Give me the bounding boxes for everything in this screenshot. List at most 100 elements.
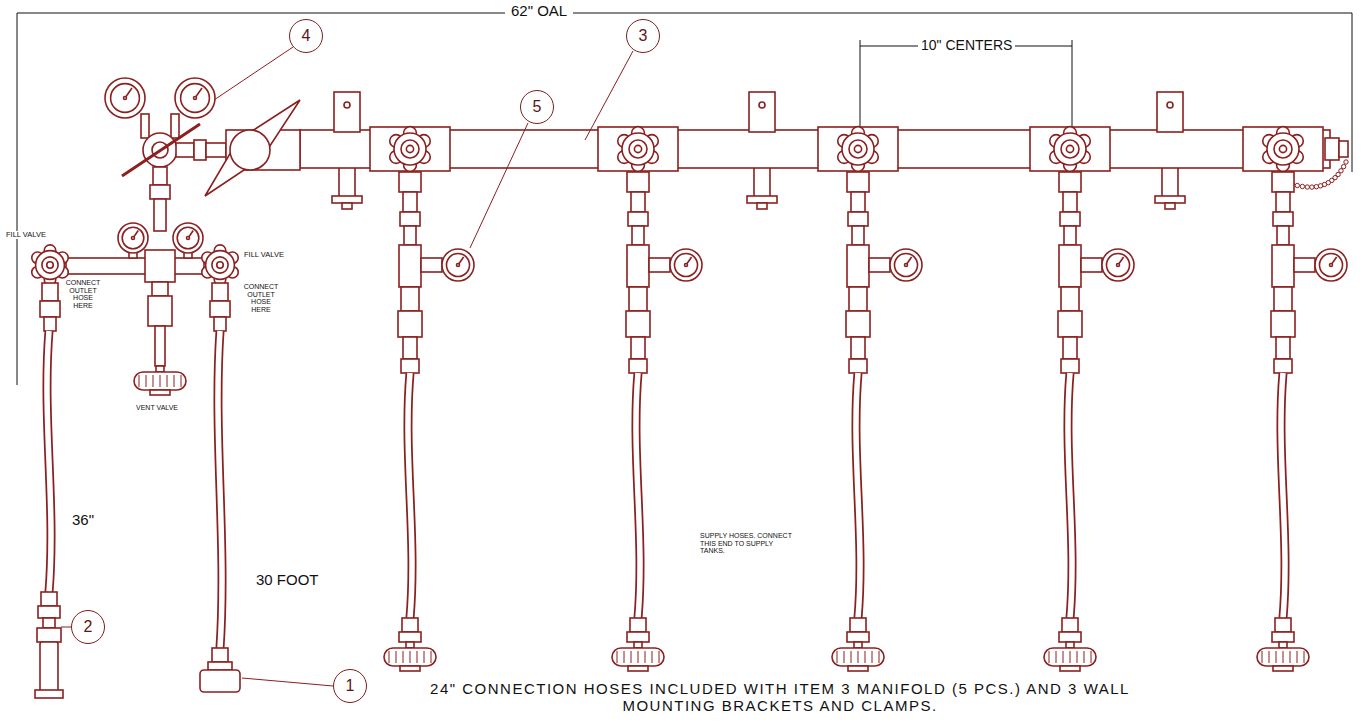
hose-fill bbox=[1281, 373, 1285, 618]
fitting bbox=[627, 172, 649, 192]
dimension-label: 30 FOOT bbox=[256, 572, 319, 589]
fitting bbox=[628, 666, 648, 671]
fitting bbox=[626, 311, 650, 337]
fitting bbox=[384, 648, 436, 666]
fitting bbox=[1273, 666, 1293, 671]
dimension-label: 10" CENTERS bbox=[918, 38, 1015, 53]
line bbox=[146, 375, 147, 387]
callout-number: 5 bbox=[533, 99, 542, 115]
circle bbox=[685, 264, 688, 267]
hose bbox=[218, 331, 222, 648]
callout-number: 2 bbox=[84, 619, 93, 635]
hose-outline bbox=[218, 331, 222, 648]
chain-link bbox=[1300, 184, 1304, 188]
fitting bbox=[1277, 226, 1289, 245]
fitting bbox=[1060, 212, 1080, 226]
line bbox=[1077, 651, 1078, 663]
fitting bbox=[399, 245, 421, 287]
line bbox=[174, 375, 175, 387]
fitting bbox=[37, 628, 61, 642]
hose bbox=[1068, 373, 1072, 618]
hose-end bbox=[627, 618, 649, 642]
circle bbox=[230, 130, 270, 170]
chain-link bbox=[1344, 160, 1348, 164]
note-label: SUPPLY HOSES. CONNECT THIS END TO SUPPLY… bbox=[700, 532, 792, 555]
chain-link bbox=[1295, 183, 1299, 187]
fitting bbox=[1063, 192, 1077, 212]
callout-circle: 3 bbox=[626, 19, 660, 53]
fitting bbox=[156, 366, 164, 372]
fitting bbox=[44, 317, 56, 331]
fitting bbox=[212, 648, 228, 662]
line bbox=[396, 651, 397, 663]
hose bbox=[47, 331, 51, 592]
fitting bbox=[832, 648, 884, 666]
valve-handwheel bbox=[1263, 127, 1304, 172]
circle bbox=[173, 223, 203, 253]
fitting bbox=[155, 326, 165, 366]
fitting bbox=[1061, 359, 1079, 373]
circle bbox=[1061, 140, 1079, 158]
chain-link bbox=[1318, 184, 1322, 188]
line bbox=[585, 51, 633, 140]
callout-number: 3 bbox=[639, 28, 648, 44]
valve-handwheel bbox=[618, 127, 659, 172]
circle bbox=[206, 251, 235, 280]
fitting bbox=[154, 199, 166, 231]
line bbox=[865, 651, 866, 663]
dimension-lines bbox=[17, 13, 1352, 385]
circle bbox=[401, 140, 419, 158]
fitting bbox=[1059, 632, 1081, 642]
outlet-cap bbox=[200, 648, 240, 692]
fitting bbox=[1272, 245, 1294, 287]
line bbox=[1056, 651, 1057, 663]
note-label: VENT VALVE bbox=[136, 404, 178, 412]
circle bbox=[446, 253, 469, 276]
hose-end bbox=[1059, 618, 1081, 642]
fitting bbox=[1274, 359, 1292, 373]
dimension-label: 62" OAL bbox=[505, 3, 573, 20]
fitting bbox=[1325, 138, 1339, 160]
line bbox=[837, 651, 838, 663]
hose-fill bbox=[1068, 373, 1072, 618]
note-label: FILL VALVE bbox=[6, 231, 46, 239]
hose-outline bbox=[408, 373, 412, 618]
fitting bbox=[370, 127, 450, 171]
fitting bbox=[1059, 245, 1081, 287]
fitting bbox=[400, 212, 420, 226]
line bbox=[617, 651, 618, 663]
fitting bbox=[402, 618, 418, 632]
circle bbox=[1106, 253, 1129, 276]
fitting bbox=[847, 632, 869, 642]
fitting bbox=[1063, 337, 1077, 359]
note-label: 24" CONNECTION HOSES INCLUDED WITH ITEM … bbox=[420, 680, 1140, 714]
fitting bbox=[1044, 648, 1096, 666]
line bbox=[354, 168, 356, 196]
line bbox=[470, 123, 528, 248]
pressure-gauge bbox=[1315, 249, 1347, 281]
note-label: CONNECT OUTLET HOSE HERE bbox=[64, 279, 102, 310]
fitting bbox=[1058, 311, 1082, 337]
manifold-pipe bbox=[300, 127, 1348, 171]
circle bbox=[132, 237, 135, 240]
cylinder-valve-handle bbox=[134, 366, 186, 395]
fitting bbox=[212, 283, 228, 301]
fitting bbox=[406, 642, 414, 648]
line bbox=[860, 40, 861, 126]
fitting bbox=[38, 606, 60, 618]
fitting bbox=[145, 250, 175, 282]
line bbox=[1049, 651, 1050, 663]
cylinder-valve-handle bbox=[384, 642, 436, 671]
callout-number: 4 bbox=[302, 28, 311, 44]
chain-link bbox=[1341, 164, 1345, 168]
line bbox=[1072, 40, 1073, 126]
line bbox=[1161, 168, 1163, 196]
hose bbox=[636, 373, 640, 618]
fitting bbox=[757, 203, 767, 209]
fitting bbox=[1030, 127, 1110, 171]
fitting bbox=[818, 127, 898, 171]
supply-branch bbox=[626, 172, 670, 373]
circle bbox=[394, 133, 426, 165]
supply-branch bbox=[398, 172, 442, 373]
fitting bbox=[40, 301, 60, 317]
